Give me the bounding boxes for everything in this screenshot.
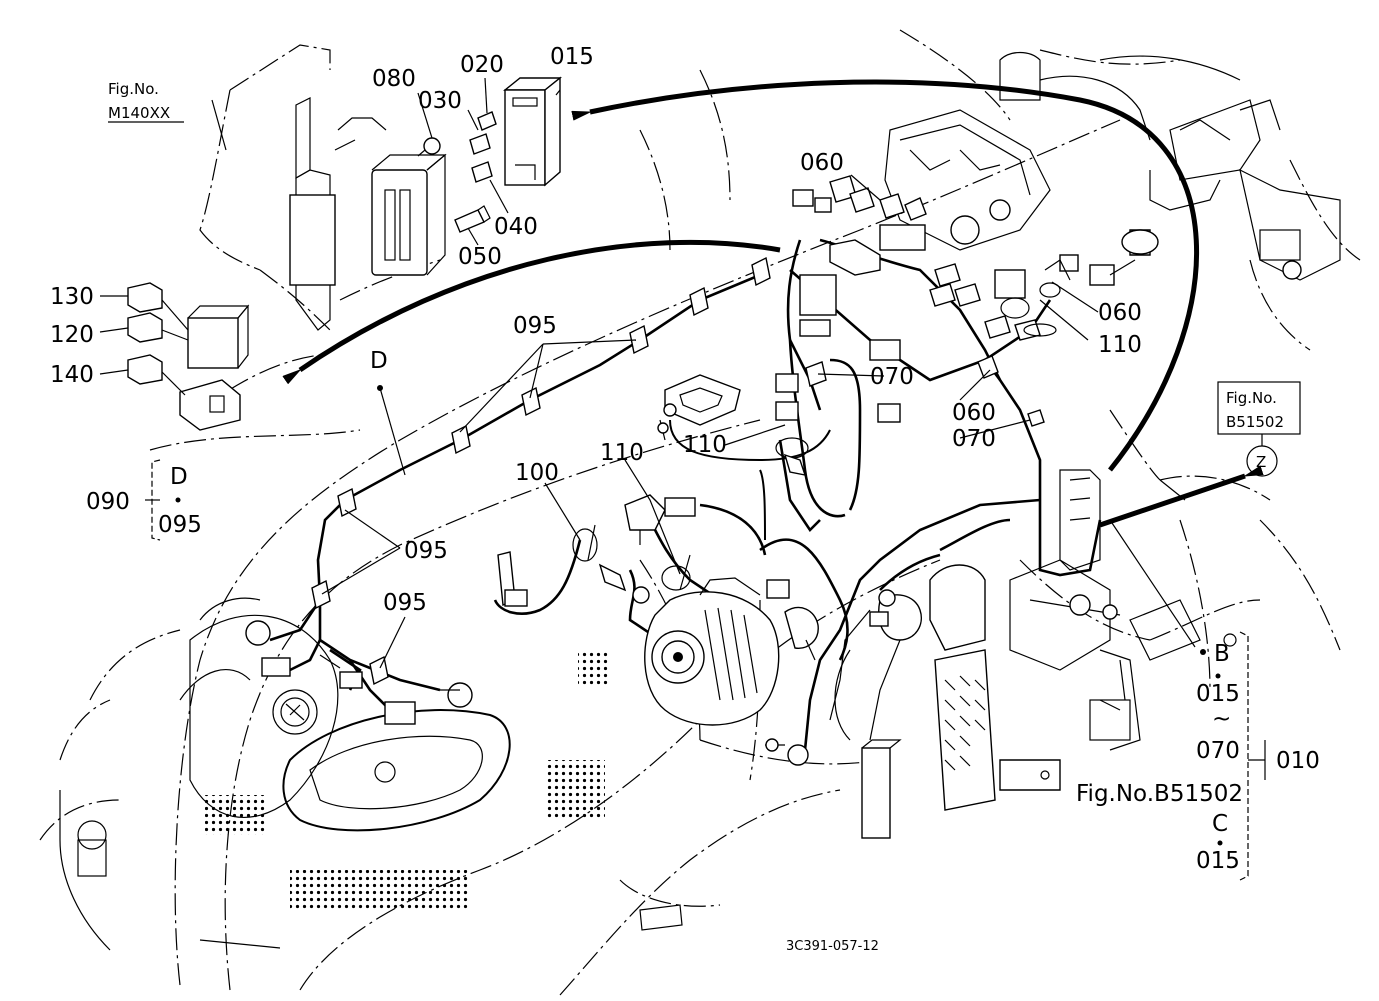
callout-070-center: 070	[870, 364, 914, 390]
group-010-start: 015	[1196, 681, 1240, 707]
relay-connectors-left	[127, 282, 250, 431]
callout-110-center: 110	[683, 432, 727, 458]
callout-095-middle: 095	[404, 538, 448, 564]
d-leader	[377, 385, 406, 476]
callout-040: 040	[494, 214, 538, 240]
callout-120: 120	[50, 322, 94, 348]
fuses-020-030-040-050	[454, 111, 497, 233]
group-010-number: 010	[1276, 748, 1320, 774]
callout-020: 020	[460, 52, 504, 78]
group-010-tilde: ~	[1212, 706, 1231, 732]
group-010-c-part: 015	[1196, 848, 1240, 874]
callout-060-right: 060	[1098, 300, 1142, 326]
callout-130: 130	[50, 284, 94, 310]
callout-070-lower: 070	[952, 426, 996, 452]
callout-080: 080	[372, 66, 416, 92]
group-090-bottom: 095	[158, 512, 202, 538]
starter-assembly	[765, 564, 996, 839]
dashboard-area	[884, 51, 1341, 286]
group-010-c: C	[1212, 811, 1228, 837]
z-marker: Z	[1256, 453, 1266, 471]
callout-d-wire: D	[370, 348, 388, 374]
callout-110-sensor: 110	[600, 440, 644, 466]
drawing-number: 3C391-057-12	[786, 939, 879, 954]
callout-100: 100	[515, 460, 559, 486]
group-090-top: D	[170, 464, 188, 490]
harness-clips-095	[311, 256, 771, 686]
reference-arrows	[282, 79, 1264, 528]
fuse-box-bracket-panel	[199, 44, 447, 331]
callout-labels: 015 020 030 080 040 050 130 120 140 095 …	[50, 44, 1142, 616]
callout-110-right: 110	[1098, 332, 1142, 358]
tractor-hood-outline	[39, 29, 1361, 996]
front-light-connectors	[245, 620, 473, 725]
callout-015-top: 015	[550, 44, 594, 70]
group-010-end: 070	[1196, 738, 1240, 764]
fig-ref-b51502-line2: B51502	[1226, 413, 1284, 431]
leader-lines	[99, 77, 1266, 780]
callout-095-top: 095	[513, 313, 557, 339]
callout-030: 030	[418, 88, 462, 114]
connector-cluster-upper	[792, 175, 1071, 341]
group-010: B 015 ~ 070 Fig.No.B51502 C 015 010	[1076, 631, 1320, 881]
fig-ref-b51502-box: Fig.No. B51502 Z	[1217, 381, 1301, 477]
engine-right-block	[999, 469, 1237, 791]
callout-060-lower: 060	[952, 400, 996, 426]
center-components	[497, 339, 1045, 607]
fig-ref-m140xx-line2: M140XX	[108, 104, 170, 122]
front-grille	[59, 597, 683, 951]
callout-060-upper: 060	[800, 150, 844, 176]
callout-095-lower: 095	[383, 590, 427, 616]
group-090-number: 090	[86, 489, 130, 515]
group-010-fig-ref: Fig.No.B51502	[1076, 781, 1243, 807]
alternator	[632, 577, 819, 726]
callout-140: 140	[50, 362, 94, 388]
fuse-box-015-part	[503, 76, 562, 187]
fig-ref-m140xx-line1: Fig.No.	[108, 80, 159, 98]
group-010-b: B	[1214, 641, 1230, 667]
group-090: 090 D 095	[86, 459, 202, 541]
callout-050: 050	[458, 244, 502, 270]
fig-ref-m140xx: Fig.No. M140XX	[108, 80, 184, 123]
fig-ref-b51502-line1: Fig.No.	[1226, 389, 1277, 407]
